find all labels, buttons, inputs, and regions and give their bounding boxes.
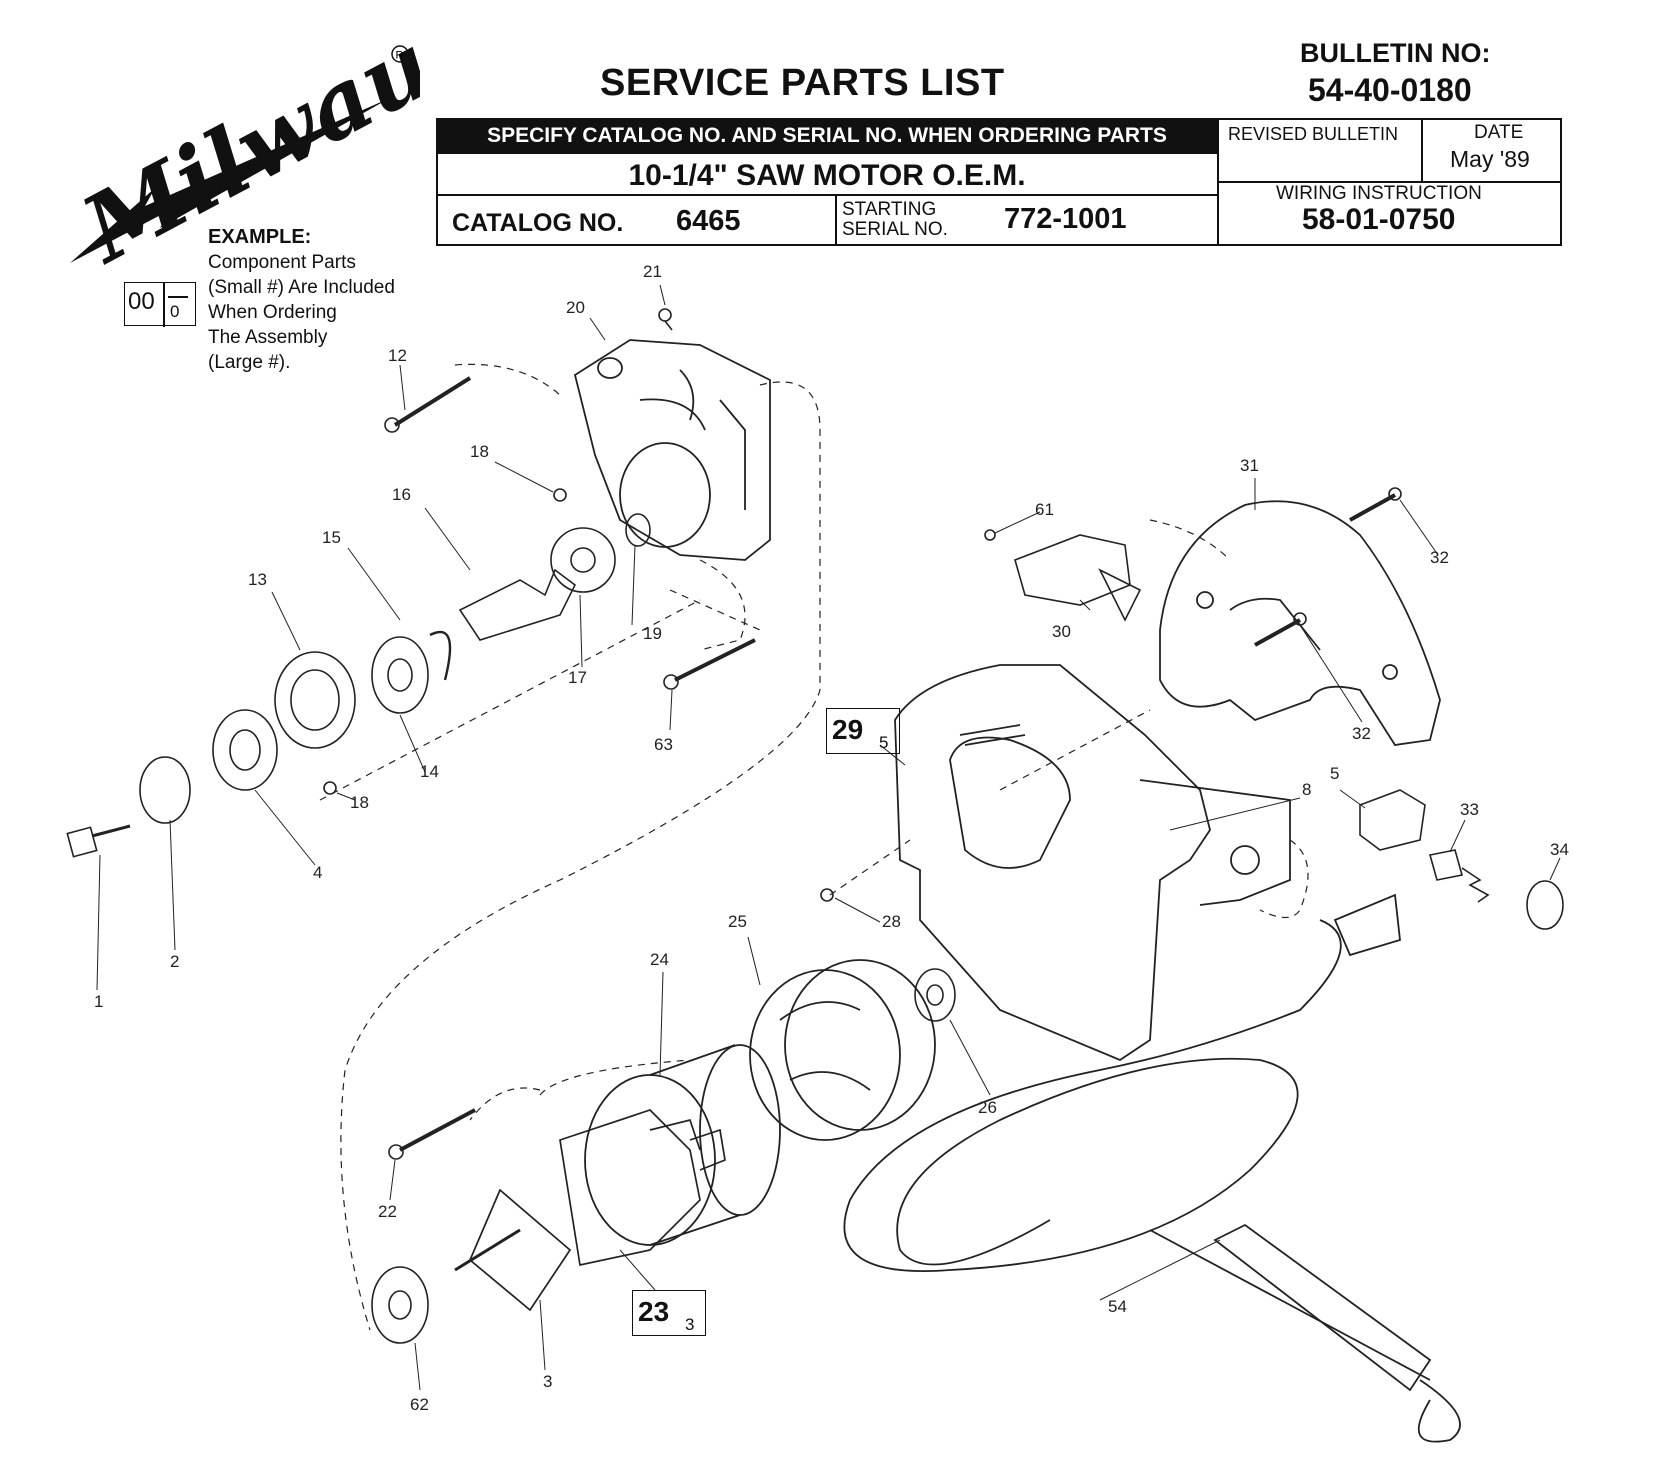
part-number-label: 18: [470, 442, 489, 461]
armature-part: [454, 1109, 726, 1312]
end-housing-part: [573, 339, 771, 561]
part-number-label: 33: [1460, 800, 1479, 819]
divider: [1217, 181, 1562, 183]
example-line: Component Parts: [208, 252, 356, 273]
part-number-label: 20: [566, 298, 585, 317]
part-number-label: 8: [1302, 780, 1312, 799]
bearing-part: [820, 888, 956, 1022]
starting-label-line1: STARTING: [842, 199, 937, 220]
part-number-label: 32: [1352, 724, 1371, 743]
part-number-label: 18: [350, 793, 369, 812]
baffle-part: [584, 1044, 781, 1246]
part-number-label: 14: [420, 762, 439, 781]
example-small-number: 0: [170, 302, 180, 321]
part-number-label: 17: [568, 668, 587, 687]
assembly-callout-23: 23 3: [632, 1290, 706, 1336]
catalog-number: 6465: [676, 205, 741, 237]
cord-part: [843, 893, 1461, 1443]
svg-text:R: R: [396, 50, 404, 62]
part-number-label: 61: [1035, 500, 1054, 519]
callout-large-number: 29: [832, 714, 864, 745]
part-number-label: 16: [392, 485, 411, 504]
small-screw-part: [323, 308, 996, 795]
part-number-label: 32: [1430, 548, 1449, 567]
example-line: (Large #).: [208, 352, 291, 373]
part-number-label: 54: [1108, 1297, 1127, 1316]
example-line: When Ordering: [208, 302, 337, 323]
bulletin-number: 54-40-0180: [1308, 72, 1472, 108]
part-number-label: 4: [313, 863, 323, 882]
starting-label-line2: SERIAL NO.: [842, 219, 948, 240]
field-case-part: [894, 664, 1291, 1062]
product-name: 10-1/4" SAW MOTOR O.E.M.: [436, 154, 1218, 196]
wiring-label: WIRING INSTRUCTION: [1276, 183, 1482, 204]
example-box: [124, 282, 196, 326]
callout-small-number: 3: [685, 1315, 695, 1334]
screw-part: [384, 376, 1402, 1160]
part-number-label: 15: [322, 528, 341, 547]
example-line: The Assembly: [208, 327, 328, 348]
bearing-group: [66, 630, 452, 858]
revised-bulletin-label: REVISED BULLETIN: [1228, 124, 1399, 144]
callout-large-number: 23: [638, 1296, 670, 1327]
divider: [835, 196, 837, 246]
divider: [1421, 118, 1423, 182]
switch-part: [1014, 534, 1142, 622]
divider: [168, 296, 188, 298]
part-number-label: 1: [94, 992, 104, 1011]
starting-serial-label: STARTING SERIAL NO.: [842, 200, 982, 240]
part-number-label: 24: [650, 950, 669, 969]
page-title: SERVICE PARTS LIST: [600, 62, 1005, 104]
example-line: (Small #) Are Included: [208, 277, 395, 298]
guard-part: [1159, 500, 1441, 746]
bulletin-label: BULLETIN NO:: [1300, 38, 1491, 68]
part-number-label: 5: [1330, 764, 1340, 783]
example-title: EXAMPLE:: [208, 226, 312, 248]
part-number-label: 26: [978, 1098, 997, 1117]
part-number-label: 31: [1240, 456, 1259, 475]
part-number-label: 22: [378, 1202, 397, 1221]
callout-small-number: 5: [879, 733, 889, 752]
starting-serial-number: 772-1001: [1004, 203, 1127, 235]
part-number-label: 30: [1052, 622, 1071, 641]
date-value: May '89: [1450, 146, 1530, 172]
part-number-label: 2: [170, 952, 180, 971]
milwaukee-logo: Milwaukee R: [63, 38, 420, 268]
part-number-label: 28: [882, 912, 901, 931]
divider: [163, 282, 165, 327]
bearing-part: [371, 1266, 429, 1344]
part-number-label: 34: [1550, 840, 1569, 859]
date-label: DATE: [1474, 122, 1524, 143]
part-number-label: 3: [543, 1372, 553, 1391]
part-number-label: 63: [654, 735, 673, 754]
field-part: [749, 959, 936, 1141]
part-number-label: 12: [388, 346, 407, 365]
part-number-label: 13: [248, 570, 267, 589]
brush-holder-part: [1359, 789, 1564, 930]
wiring-number: 58-01-0750: [1302, 203, 1456, 236]
assembly-callout-29: 29 5: [826, 708, 900, 754]
catalog-label: CATALOG NO.: [452, 209, 624, 237]
specify-notice: SPECIFY CATALOG NO. AND SERIAL NO. WHEN …: [436, 118, 1218, 154]
example-large-number: 00: [128, 288, 155, 315]
part-number-label: 25: [728, 912, 747, 931]
part-number-label: 21: [643, 262, 662, 281]
part-number-label: 62: [410, 1395, 429, 1414]
part-number-label: 19: [643, 624, 662, 643]
spindle-part: [458, 513, 651, 641]
